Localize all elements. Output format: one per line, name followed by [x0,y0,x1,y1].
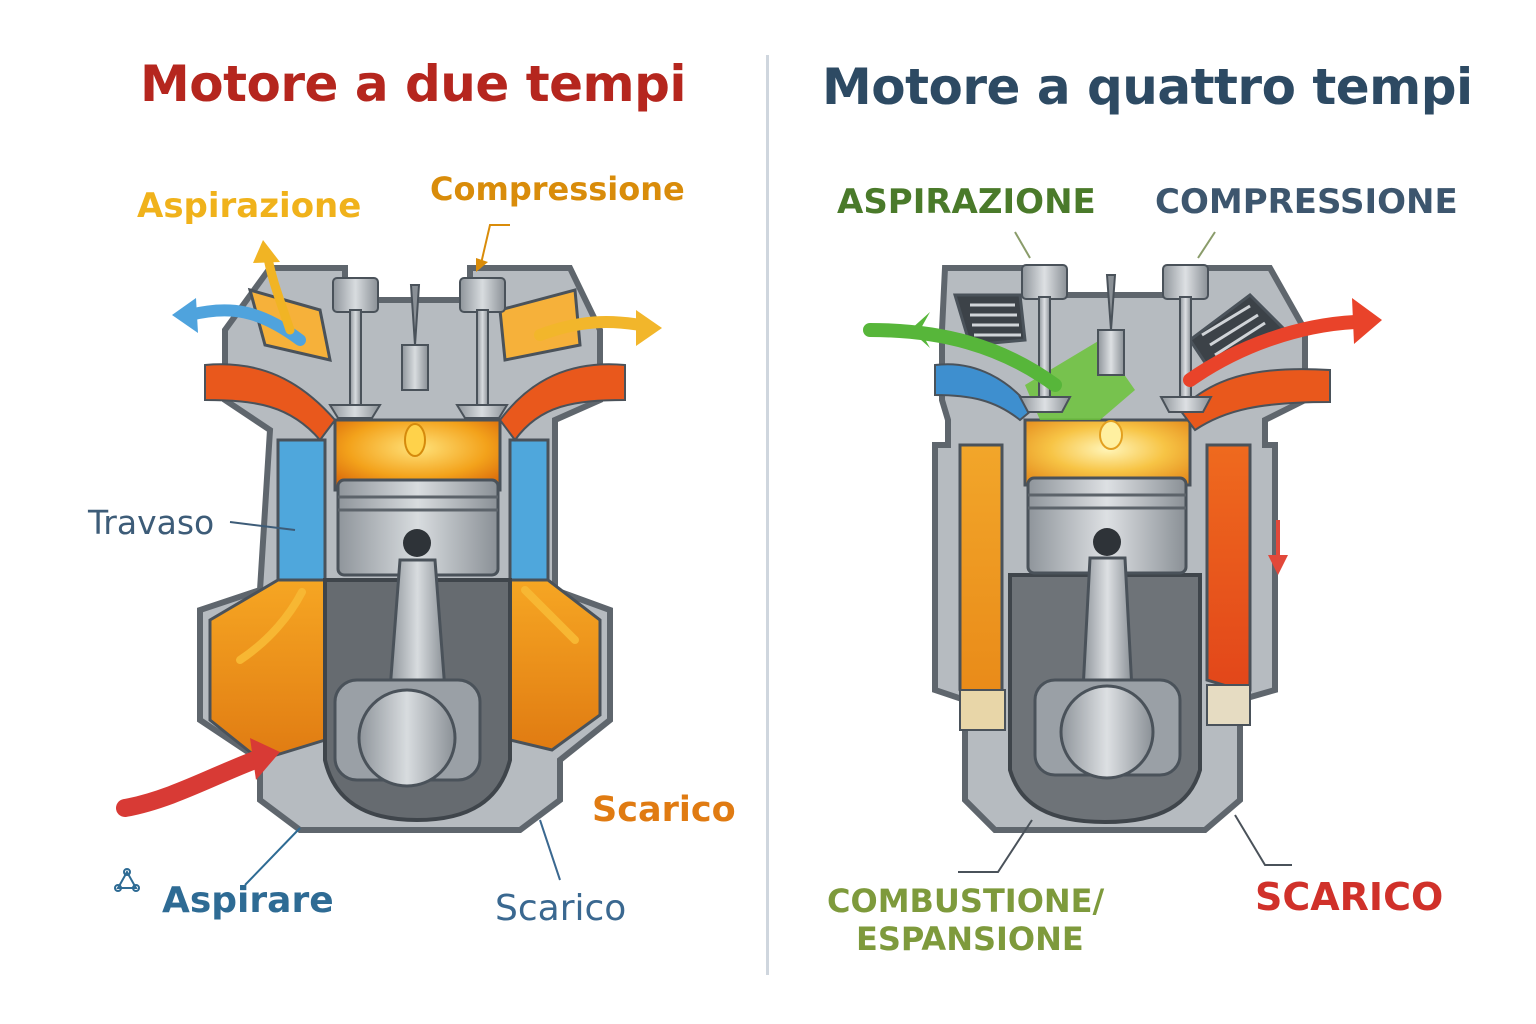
transfer-port-left [276,438,327,582]
spark-plug [401,284,429,457]
scarico-bottom-leader [539,819,561,881]
compressione-leader [479,224,510,269]
aspirazione-arrow [263,253,295,335]
intake-arrow-red-head [250,738,280,780]
intake-arrow-green-head [910,312,930,348]
scarico-orange-label: Scarico [592,790,736,830]
exhaust-arrow-yellow [534,316,646,341]
intake-duct-blue [934,363,1034,422]
exhaust-arrow-red [1183,315,1362,387]
two-stroke-engine-diagram [114,224,662,892]
intake-duct [204,363,337,442]
intake-valve [1018,264,1072,413]
aspirazione-4t-label: ASPIRAZIONE [837,182,1096,222]
two-stroke-panel: Motore a due tempi [0,0,766,1024]
four-stroke-title: Motore a quattro tempi [822,58,1473,116]
crankshaft [1059,684,1155,780]
exhaust-valve [1159,264,1213,413]
compressione-label: Compressione [430,170,685,208]
aspirare-leader [244,827,301,886]
transfer-flow-arrow [236,588,306,664]
connecting-rod [1081,556,1134,692]
combustione-label-line1: COMBUSTIONE/ [827,882,1105,920]
two-stroke-title: Motore a due tempi [140,55,687,113]
crankshaft [357,688,457,788]
compressione-leader [1197,231,1216,259]
recycle-icon [114,868,140,892]
scarico-blue-label: Scarico [495,888,627,929]
travaso-label: Travaso [88,503,215,542]
combustione-leader [958,819,1033,873]
scarico-leader [1234,814,1292,866]
transfer-flow-arrow-right [521,586,579,644]
combustione-label-line2: ESPANSIONE [856,920,1084,958]
exhaust-arrow-red-head [1352,298,1382,344]
compressione-4t-label: COMPRESSIONE [1155,182,1458,222]
exhaust-duct [498,363,626,442]
intake-arrow-green [863,323,1062,392]
intake-arrow-blue-head [172,298,198,333]
intake-port-grille [952,293,1027,347]
exhaust-arrow-yellow-head [636,310,662,346]
right-coolant-jacket [1205,443,1252,692]
transfer-port-right [508,438,550,582]
grille-slats [970,303,1266,357]
travaso-leader [229,521,296,531]
spark-plug [1097,274,1125,450]
left-jacket-base [959,689,1006,731]
intake-arrow-red [116,751,264,817]
aspirare-label: Aspirare [162,880,334,921]
intake-valve [328,277,382,419]
head-port-right [498,288,582,362]
panel-divider [766,55,769,975]
connecting-rod [388,558,447,692]
piston [336,478,500,577]
four-stroke-panel: Motore a quattro tempi [770,0,1536,1024]
aspirazione-leader [1014,231,1031,259]
aspirazione-label: Aspirazione [137,186,362,226]
downstroke-arrow-head [1268,555,1288,575]
exhaust-valve [455,277,509,419]
exhaust-duct [1178,368,1331,432]
left-coolant-jacket [958,443,1004,702]
scarico-4t-label: SCARICO [1255,875,1444,919]
aspirazione-arrow-head [253,240,280,263]
four-stroke-engine-diagram [863,231,1382,873]
right-jacket-base [1206,684,1251,726]
